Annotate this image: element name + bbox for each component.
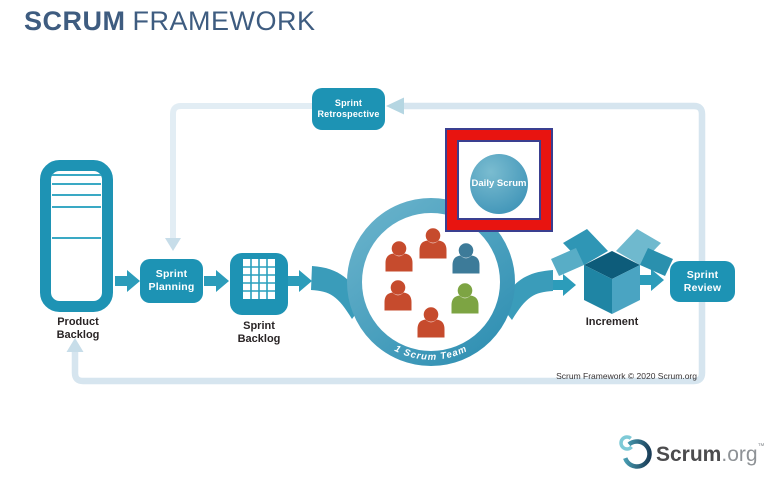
arrow-backlog-to-team xyxy=(288,270,312,292)
sprint-backlog-label: Sprint Backlog xyxy=(237,320,281,345)
increment-box-icon xyxy=(551,229,673,314)
sprint-retrospective-box: Sprint Retrospective xyxy=(312,88,385,130)
product-backlog-icon xyxy=(40,160,113,312)
sprint-backlog-icon xyxy=(230,253,288,315)
title-word-framework: FRAMEWORK xyxy=(132,6,316,36)
arrow-planning-to-backlog xyxy=(204,270,229,292)
increment-label: Increment xyxy=(585,316,639,328)
logo-text-org: .org xyxy=(721,443,758,466)
logo-trademark: ™ xyxy=(757,443,765,450)
arrow-increment-to-review xyxy=(638,269,664,291)
scrum-org-wordmark: Scrum.org™ xyxy=(656,443,765,467)
scrum-team-ring: 1 Scrum Team xyxy=(311,198,553,366)
logo-text-scrum: Scrum xyxy=(656,443,722,466)
arrowhead-into-product-backlog xyxy=(66,338,84,352)
loop-arrows xyxy=(66,97,706,385)
arrow-team-to-increment xyxy=(551,274,576,296)
scrum-org-logo-icon xyxy=(619,435,652,469)
arrowhead-into-sprint-planning xyxy=(165,238,181,251)
arrowhead-into-retrospective xyxy=(386,97,404,115)
daily-scrum-circle[interactable]: Daily Scrum xyxy=(470,154,528,214)
product-backlog-label: Product Backlog xyxy=(56,316,100,341)
arrow-backlog-to-planning xyxy=(115,270,140,292)
sprint-planning-box: Sprint Planning xyxy=(140,259,203,303)
swoosh-right xyxy=(500,270,553,320)
title-word-scrum: SCRUM xyxy=(24,6,126,36)
copyright-text: Scrum Framework © 2020 Scrum.org xyxy=(556,371,697,381)
sprint-review-box: Sprint Review xyxy=(670,261,735,302)
flow-arrows xyxy=(115,269,664,296)
